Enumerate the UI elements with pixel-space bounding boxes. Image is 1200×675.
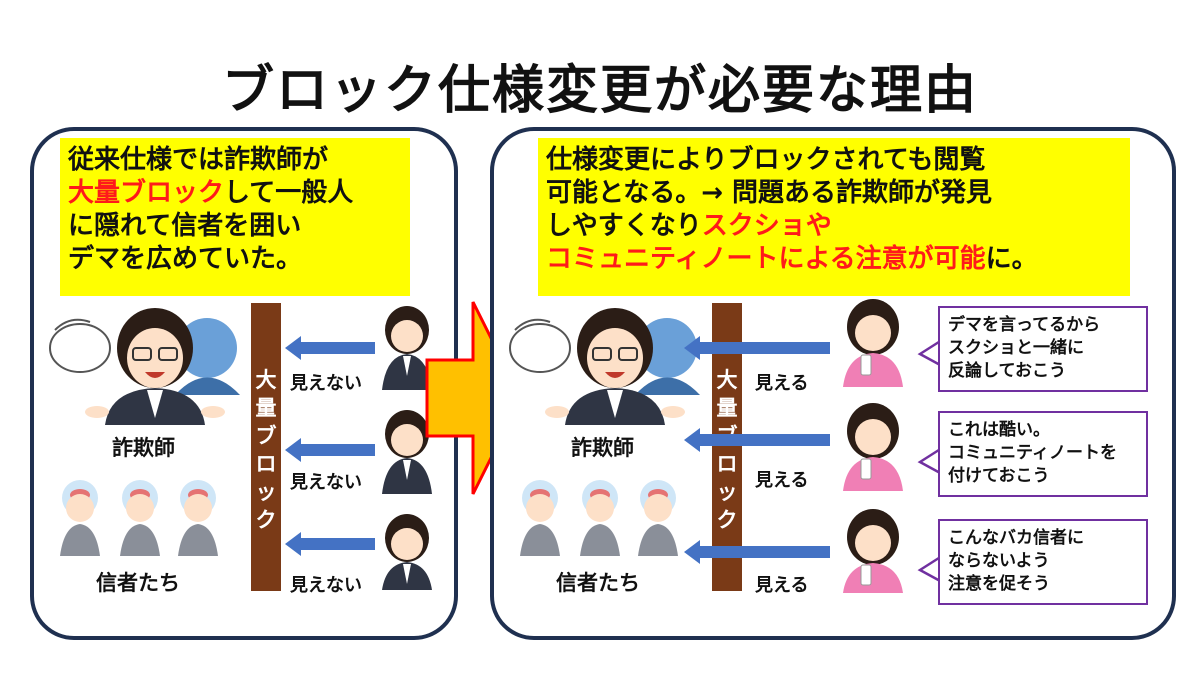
office-worker-3 bbox=[382, 514, 432, 590]
believer-r2 bbox=[580, 480, 620, 556]
believers-label-right: 信者たち bbox=[556, 571, 640, 595]
after-line-2: 可能となる。→ 問題ある詐欺師が発見 bbox=[546, 178, 993, 208]
arrow-left-1 bbox=[285, 336, 375, 360]
can-see-label-2: 見える bbox=[755, 470, 809, 491]
before-red-text: 大量ブロック bbox=[68, 178, 225, 208]
speech-bubble-3: こんなバカ信者にならないよう注意を促そう bbox=[938, 519, 1148, 605]
after-line-4: に。 bbox=[985, 244, 1038, 274]
cannot-see-label-3: 見えない bbox=[290, 575, 362, 596]
after-line-3: しやすくなり bbox=[546, 211, 702, 241]
speech-bubble-1: デマを言ってるからスクショと一緒に反論しておこう bbox=[938, 306, 1148, 392]
after-line-1: 仕様変更によりブロックされても閲覧 bbox=[546, 145, 986, 175]
believer-3 bbox=[178, 480, 218, 556]
bubble-tail-3 bbox=[917, 553, 944, 585]
believer-1 bbox=[60, 480, 100, 556]
believer-r1 bbox=[520, 480, 560, 556]
arrow-right-2 bbox=[684, 428, 830, 452]
can-see-label-1: 見える bbox=[755, 373, 809, 394]
observer-3 bbox=[843, 509, 903, 593]
cannot-see-label-1: 見えない bbox=[290, 373, 362, 394]
after-red-text-2: コミュニティノートによる注意が可能 bbox=[546, 244, 986, 274]
block-wall-label-left: 大量ブロック bbox=[255, 368, 277, 532]
speech-bubble-2: これは酷い。コミュニティノートを付けておこう bbox=[938, 411, 1148, 497]
office-worker-2 bbox=[382, 410, 432, 494]
scammer-illustration-left bbox=[49, 308, 240, 425]
scammer-illustration-right bbox=[509, 308, 700, 425]
observer-1 bbox=[843, 299, 903, 387]
after-explanation-box: 仕様変更によりブロックされても閲覧 可能となる。→ 問題ある詐欺師が発見 しやす… bbox=[538, 138, 1130, 296]
scammer-label-left: 詐欺師 bbox=[112, 436, 175, 460]
office-worker-1 bbox=[382, 306, 432, 390]
arrow-left-2 bbox=[285, 438, 375, 462]
arrow-left-3 bbox=[285, 532, 375, 556]
before-explanation-box: 従来仕様では詐欺師が 大量ブロックして一般人 に隠れて信者を囲い デマを広めてい… bbox=[60, 138, 410, 296]
page-title: ブロック仕様変更が必要な理由 bbox=[221, 61, 978, 121]
before-line-2: して一般人 bbox=[224, 178, 354, 208]
can-see-label-3: 見える bbox=[755, 575, 809, 596]
before-line-3: に隠れて信者を囲い bbox=[68, 211, 302, 241]
bubble-tail-1 bbox=[917, 337, 944, 369]
believer-r3 bbox=[638, 480, 678, 556]
before-line-4: デマを広めていた。 bbox=[68, 244, 303, 274]
arrows-left bbox=[285, 336, 375, 556]
after-red-text-1: スクショや bbox=[701, 211, 832, 241]
believers-illustration-left bbox=[60, 480, 218, 556]
cannot-see-label-2: 見えない bbox=[290, 472, 362, 493]
believers-illustration-right bbox=[520, 480, 678, 556]
scammer-label-right: 詐欺師 bbox=[571, 436, 634, 460]
office-workers-left bbox=[382, 306, 432, 590]
observers-right bbox=[843, 299, 903, 593]
arrows-right bbox=[684, 336, 830, 564]
believers-label-left: 信者たち bbox=[96, 571, 180, 595]
believer-2 bbox=[120, 480, 160, 556]
arrow-right-3 bbox=[684, 540, 830, 564]
observer-2 bbox=[843, 403, 903, 491]
bubble-tail-2 bbox=[917, 445, 944, 477]
arrow-right-1 bbox=[684, 336, 830, 360]
before-line-1: 従来仕様では詐欺師が bbox=[68, 145, 329, 175]
block-wall-left bbox=[251, 303, 281, 591]
